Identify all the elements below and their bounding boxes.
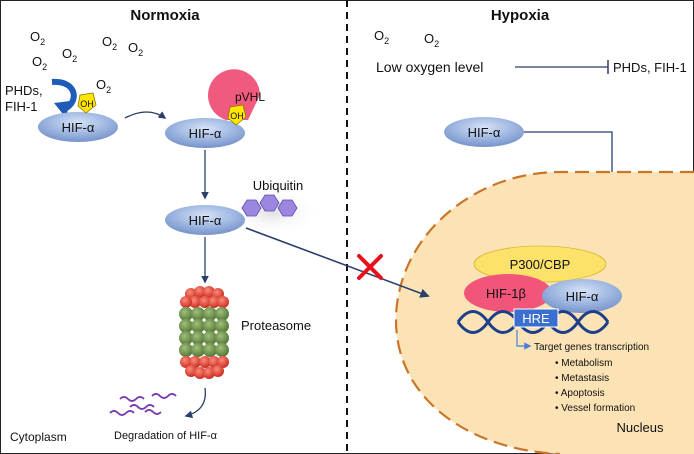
target-genes-title: Target genes transcription	[534, 342, 649, 353]
pvhl-label: pVHL	[235, 90, 265, 104]
svg-text:O2: O2	[128, 40, 143, 58]
svg-text:O2: O2	[62, 46, 77, 64]
hif-alpha-label-5: HIF-α	[566, 289, 599, 304]
hif-alpha-stable	[444, 117, 524, 147]
degradation-label: Degradation of HIF-α	[114, 430, 218, 442]
hif-alpha-hydroxylated	[38, 112, 118, 142]
svg-text:• Metastasis: • Metastasis	[555, 373, 609, 384]
nucleus-membrane	[394, 170, 694, 454]
svg-text:• Metabolism: • Metabolism	[555, 358, 612, 369]
block-x-mark	[357, 254, 383, 280]
cytoplasm-label: Cytoplasm	[10, 430, 67, 444]
hif-alpha-pvhl-bound	[165, 118, 245, 148]
inhibited-enzymes-label: PHDs, FIH-1	[613, 60, 687, 75]
svg-text:O2: O2	[30, 29, 45, 47]
o2-molecules-hypoxia: O2 O2	[374, 28, 439, 49]
p300-label: P300/CBP	[510, 257, 571, 272]
svg-text:O2: O2	[32, 54, 47, 72]
phds-label-line2: FIH-1	[5, 99, 38, 114]
hif-alpha-ubiquitinated	[165, 205, 245, 235]
hypoxia-title: Hypoxia	[491, 7, 550, 24]
hif-alpha-label-4: HIF-α	[468, 125, 501, 140]
svg-text:O2: O2	[424, 31, 439, 49]
ubiquitin-unit-2	[259, 194, 280, 212]
phds-label-line1: PHDs,	[5, 83, 43, 98]
o2-molecules-normoxia: O2 O2 O2 O2 O2 O2	[30, 29, 143, 95]
pvhl-protein	[208, 69, 260, 120]
transcription-arrow	[516, 330, 532, 350]
hre-label: HRE	[522, 311, 550, 326]
svg-text:• Vessel formation: • Vessel formation	[555, 403, 635, 414]
blocked-translocation-arrow	[245, 227, 430, 298]
proteasome	[179, 286, 229, 379]
hre-element	[513, 308, 559, 328]
hif-alpha-label-2: HIF-α	[189, 126, 222, 141]
oh-label-1: OH	[80, 99, 94, 109]
arrow-to-degradation	[184, 387, 207, 419]
svg-text:O2: O2	[374, 28, 389, 46]
oh-group-2	[227, 104, 247, 126]
hif-1-beta-label: HIF-1β	[486, 286, 526, 301]
arrow-to-pvhl-binding	[124, 111, 167, 119]
target-gene-item: Apoptosis	[561, 388, 605, 399]
svg-text:O2: O2	[96, 77, 111, 95]
svg-text:O2: O2	[102, 34, 117, 52]
target-gene-item: Metabolism	[561, 358, 612, 369]
svg-text:• Apoptosis: • Apoptosis	[555, 388, 605, 399]
oh-label-2: OH	[230, 111, 244, 121]
ubiquitin-label: Ubiquitin	[253, 178, 304, 193]
hif-alpha-label-3: HIF-α	[189, 213, 222, 228]
target-gene-list: • Metabolism • Metastasis • Apoptosis • …	[555, 358, 635, 414]
degraded-peptides	[109, 393, 177, 416]
hif-1-beta	[464, 274, 552, 312]
target-gene-item: Vessel formation	[561, 403, 635, 414]
nucleus-label: Nucleus	[617, 420, 664, 435]
low-oxygen-label: Low oxygen level	[376, 59, 483, 75]
hif-alpha-nuclear	[542, 279, 622, 313]
target-gene-item: Metastasis	[561, 373, 609, 384]
oh-group-1	[77, 92, 97, 114]
ubiquitin-unit-1	[241, 199, 262, 217]
ubiquitin-unit-3	[277, 199, 298, 217]
normoxia-title: Normoxia	[130, 7, 200, 24]
hif-alpha-label-1: HIF-α	[62, 120, 95, 135]
ubiquitin-chain	[241, 194, 298, 217]
proteasome-label: Proteasome	[241, 318, 311, 333]
